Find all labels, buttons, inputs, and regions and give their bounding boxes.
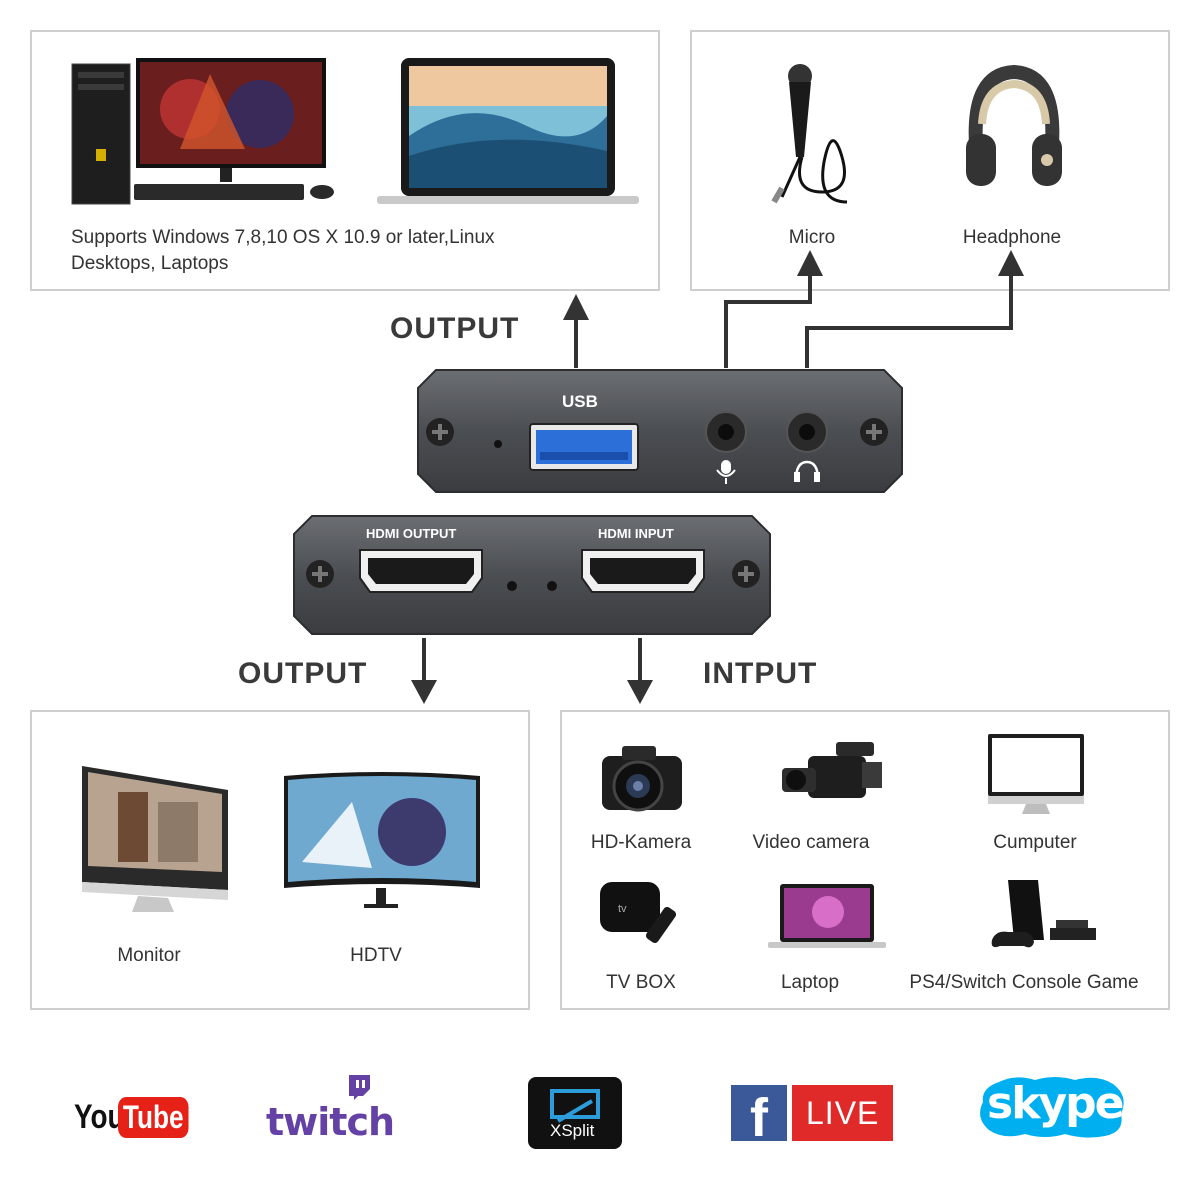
laptop-image xyxy=(377,58,639,204)
xsplit-wordmark: XSplit xyxy=(550,1121,595,1140)
xsplit-screen-icon xyxy=(550,1089,600,1123)
laptop-small-image xyxy=(768,884,886,948)
output-devices-panel: Monitor HDTV xyxy=(30,710,530,1010)
skype-wordmark: skype xyxy=(987,1078,1124,1129)
hdtv-image xyxy=(284,772,480,908)
youtube-logo: You Tube xyxy=(74,1092,204,1142)
capture-device-usb-side: USB xyxy=(417,369,903,493)
connection-arrows-top xyxy=(563,250,1024,368)
desktop-pc-image xyxy=(71,58,334,205)
skype-cloud-shape xyxy=(980,1077,1124,1138)
tv-box-image: tv xyxy=(600,882,677,944)
output-label-top: OUTPUT xyxy=(390,312,520,345)
output-label-bottom: OUTPUT xyxy=(238,657,368,690)
headphone-port-icon xyxy=(794,460,820,482)
input-label-bottom: INTPUT xyxy=(703,657,818,690)
video-camera-image xyxy=(782,742,882,798)
facebook-live-badge: LIVE xyxy=(792,1085,894,1141)
audio-panel: Micro Headphone xyxy=(690,30,1170,291)
youtube-tube-badge: Tube xyxy=(118,1096,189,1138)
usb-port-label: USB xyxy=(562,392,598,411)
monitor-label: Monitor xyxy=(117,945,181,966)
computer-image xyxy=(988,734,1084,814)
supported-os-panel: Supports Windows 7,8,10 OS X 10.9 or lat… xyxy=(30,30,660,291)
twitch-glitch-icon xyxy=(349,1075,370,1100)
video-camera-label: Video camera xyxy=(752,832,870,853)
micro-label: Micro xyxy=(788,227,836,248)
twitch-logo: twitch xyxy=(262,1072,395,1152)
os-support-text-line1: Supports Windows 7,8,10 OS X 10.9 or lat… xyxy=(71,227,495,248)
laptop-label: Laptop xyxy=(780,972,840,993)
hdtv-label: HDTV xyxy=(350,945,402,966)
tv-box-label: TV BOX xyxy=(606,972,676,993)
facebook-f-icon: f xyxy=(731,1085,787,1141)
skype-logo: skype xyxy=(975,1074,1129,1140)
microphone-image xyxy=(771,64,848,204)
computer-label: Cumputer xyxy=(993,832,1077,853)
headphone-label: Headphone xyxy=(962,227,1062,248)
hdmi-input-port-label: HDMI INPUT xyxy=(598,526,674,541)
connection-arrows-bottom xyxy=(411,638,653,704)
xsplit-logo: XSplit xyxy=(528,1077,622,1149)
hd-camera-label: HD-Kamera xyxy=(590,832,692,853)
microphone-port-icon xyxy=(716,460,736,484)
monitor-image xyxy=(82,766,228,912)
hdmi-output-port-label: HDMI OUTPUT xyxy=(366,526,456,541)
console-label: PS4/Switch Console Game xyxy=(909,972,1139,993)
youtube-you-text: You xyxy=(74,1097,125,1136)
hd-camera-image xyxy=(602,746,682,812)
twitch-wordmark: twitch xyxy=(266,1100,395,1144)
svg-text:tv: tv xyxy=(618,903,627,915)
capture-device-hdmi-side: HDMI OUTPUT HDMI INPUT xyxy=(293,515,771,635)
facebook-live-logo: f LIVE xyxy=(731,1085,894,1141)
game-console-image xyxy=(991,880,1096,948)
headphone-image xyxy=(966,64,1062,186)
os-support-text-line2: Desktops, Laptops xyxy=(71,253,229,274)
input-devices-panel: tv HD-Kamera Video camera Cumputer TV BO… xyxy=(560,710,1170,1010)
